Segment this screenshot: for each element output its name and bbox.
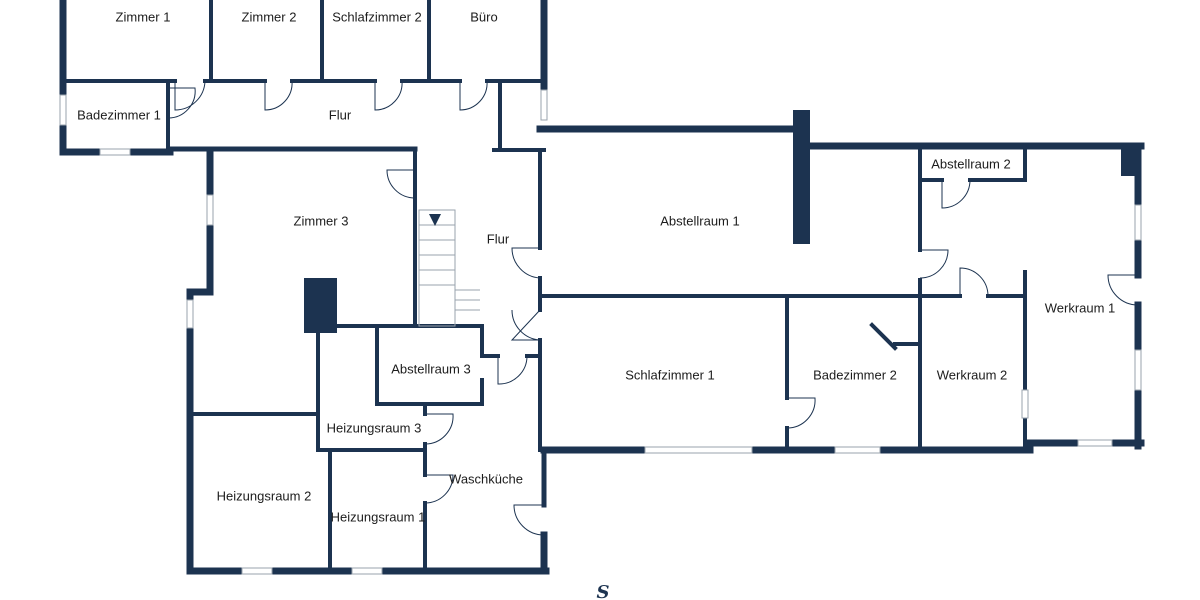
label-heizungsraum-3: Heizungsraum 3	[327, 420, 422, 435]
door-zimmer-1	[174, 80, 206, 111]
label-zimmer-3: Zimmer 3	[294, 213, 349, 228]
door-werkraum-2	[959, 267, 989, 297]
label-zimmer-1: Zimmer 1	[116, 9, 171, 24]
door-schlafzimmer-1	[510, 309, 541, 341]
label-werkraum-1: Werkraum 1	[1045, 300, 1116, 315]
label-schlafzimmer-2: Schlafzimmer 2	[332, 9, 422, 24]
door-heizungsraum-3	[424, 413, 454, 445]
door-abstellraum-2	[941, 179, 971, 209]
stair-arrow-icon	[429, 214, 441, 226]
door-outside	[513, 504, 545, 536]
label-badezimmer-2: Badezimmer 2	[813, 367, 897, 382]
label-abstellraum-3: Abstellraum 3	[391, 361, 470, 376]
door-werkraum-link	[919, 249, 949, 279]
label-heizungsraum-1: Heizungsraum 1	[331, 509, 426, 524]
door-schlafzimmer-2	[374, 80, 403, 111]
door-abstellraum-1	[511, 247, 541, 279]
label-werkraum-2: Werkraum 2	[937, 367, 1008, 382]
exterior-walls	[59, 0, 1145, 575]
door-badezimmer-1	[167, 87, 196, 119]
door-abstellraum-3	[497, 355, 528, 385]
label-abstellraum-1: Abstellraum 1	[660, 213, 739, 228]
doors	[167, 80, 1139, 536]
door-badezimmer-2	[786, 397, 816, 429]
label-flur-oben: Flur	[329, 107, 352, 122]
door-zimmer-3	[386, 169, 416, 199]
label-abstellraum-2: Abstellraum 2	[931, 156, 1010, 171]
label-waschkueche: Waschküche	[449, 471, 523, 486]
room-labels: Zimmer 1 Zimmer 2 Schlafzimmer 2 Büro Ba…	[77, 9, 1115, 524]
door-buero	[459, 80, 488, 111]
compass-south-label: S	[597, 582, 610, 600]
label-badezimmer-1: Badezimmer 1	[77, 107, 161, 122]
label-zimmer-2: Zimmer 2	[242, 9, 297, 24]
door-zimmer-2	[264, 80, 293, 111]
door-werkraum-1	[1107, 274, 1139, 306]
label-heizungsraum-2: Heizungsraum 2	[217, 488, 312, 503]
label-schlafzimmer-1: Schlafzimmer 1	[625, 367, 715, 382]
staircase	[418, 209, 480, 327]
label-flur-mitte: Flur	[487, 231, 510, 246]
door-waschkueche	[424, 474, 454, 504]
windows	[59, 89, 1142, 575]
label-buero: Büro	[470, 9, 497, 24]
